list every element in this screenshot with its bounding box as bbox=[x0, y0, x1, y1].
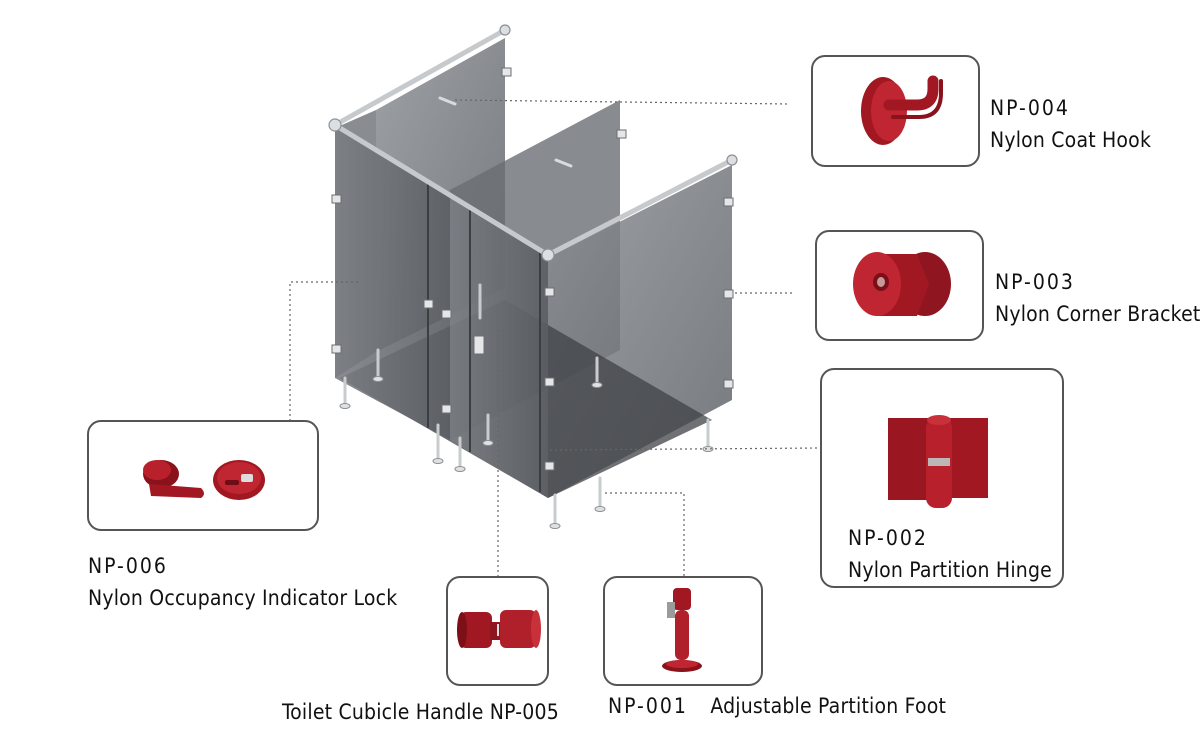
rail-end bbox=[726, 154, 738, 166]
partition-hinge-image-box bbox=[820, 368, 1064, 588]
rail-joint bbox=[541, 248, 555, 262]
coat-hook-label: NP-004 Nylon Coat Hook bbox=[990, 92, 1151, 156]
partition-foot-image-box bbox=[603, 576, 763, 686]
bracket bbox=[723, 197, 734, 207]
bracket bbox=[331, 194, 342, 204]
occupancy-lock-name: Nylon Occupancy Indicator Lock bbox=[88, 586, 398, 610]
cubicle-handle-icon bbox=[457, 610, 541, 648]
cubicle-handle-label: Toilet Cubicle Handle NP-005 bbox=[282, 700, 559, 724]
partition-hinge-icon bbox=[888, 415, 988, 508]
partition-foot-icon bbox=[662, 588, 702, 672]
bracket bbox=[544, 461, 555, 471]
coat-hook-code: NP-004 bbox=[990, 96, 1070, 120]
coat-hook-image-box bbox=[811, 55, 980, 167]
occupancy-lock-icon bbox=[143, 460, 265, 500]
bracket bbox=[544, 287, 555, 297]
partition-foot-label: NP-001 Adjustable Partition Foot bbox=[608, 694, 946, 718]
cubicle-handle-image-box bbox=[446, 576, 549, 686]
occupancy-lock-label: NP-006 Nylon Occupancy Indicator Lock bbox=[88, 550, 397, 614]
bracket bbox=[616, 129, 627, 139]
wall-hook bbox=[438, 96, 457, 106]
corner-bracket-label: NP-003 Nylon Corner Bracket bbox=[995, 266, 1200, 330]
coat-hook-name: Nylon Coat Hook bbox=[990, 128, 1152, 152]
wall-hook bbox=[554, 158, 573, 168]
rail-joint bbox=[328, 118, 342, 132]
partition-foot-name: Adjustable Partition Foot bbox=[710, 694, 947, 718]
front-panel-right bbox=[450, 192, 548, 498]
corner-bracket-image-box bbox=[815, 230, 984, 341]
partition-foot-code: NP-001 bbox=[608, 694, 688, 718]
corner-bracket-name: Nylon Corner Bracket bbox=[995, 302, 1200, 326]
occupancy-lock-image-box bbox=[87, 420, 319, 531]
door-lock-plate bbox=[473, 335, 485, 355]
corner-bracket-icon bbox=[853, 252, 951, 316]
partition-hinge-name: Nylon Partition Hinge bbox=[848, 558, 1052, 582]
coat-hook-icon bbox=[861, 75, 943, 145]
corner-bracket-code: NP-003 bbox=[995, 270, 1075, 294]
leader-line bbox=[289, 99, 821, 578]
rail-end bbox=[499, 24, 511, 36]
occupancy-lock-code: NP-006 bbox=[88, 554, 168, 578]
bracket bbox=[441, 404, 452, 414]
partition-hinge-label: NP-002 Nylon Partition Hinge bbox=[848, 522, 1052, 586]
bracket bbox=[723, 379, 734, 389]
bracket bbox=[544, 377, 555, 387]
bracket bbox=[423, 299, 434, 309]
bracket bbox=[501, 67, 512, 77]
bracket bbox=[331, 344, 342, 354]
bracket bbox=[723, 289, 734, 299]
front-panel-left bbox=[335, 128, 450, 440]
partition-hinge-code: NP-002 bbox=[848, 526, 928, 550]
top-rail bbox=[332, 27, 735, 258]
bracket bbox=[441, 309, 452, 319]
